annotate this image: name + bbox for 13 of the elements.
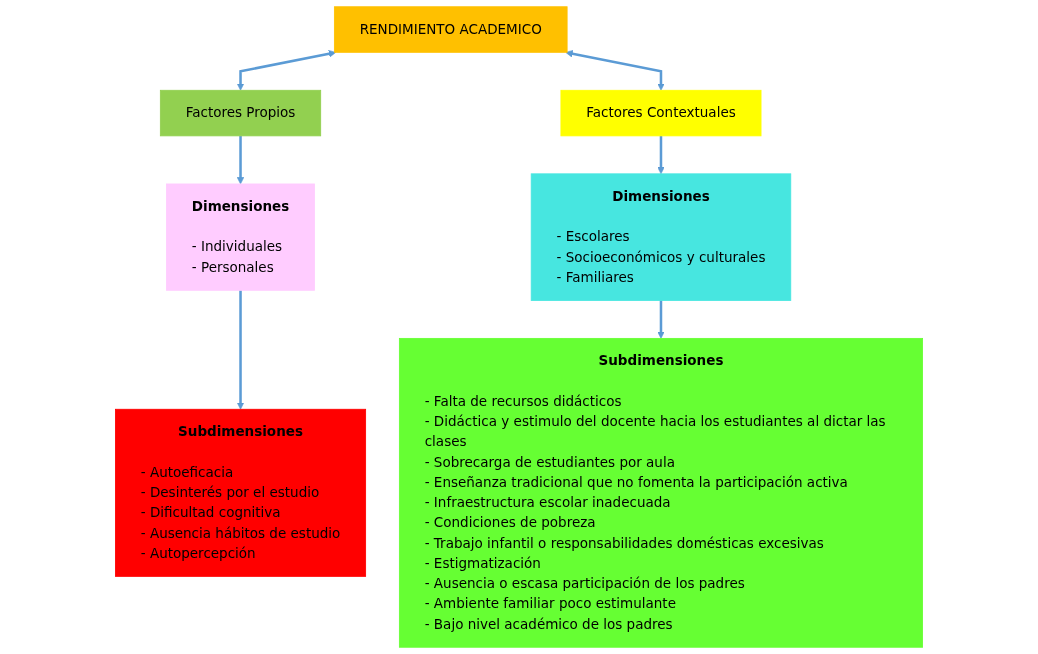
node-box: RENDIMIENTO ACADEMICO <box>333 6 568 53</box>
node-box: Factores Contextuales <box>560 89 762 137</box>
node-box: Subdimensiones - Falta de recursos didácticos - Didáctica y estimulo del docente hacia los estudiantes al dictar las clases - Sobrecarga de estudiantes por aula - Enseñanza tradicional que no fomenta la participación activa - Infraestructura escolar inadecuada - Condiciones de pobreza - Trabajo infantil o responsabilidades domésticas excesivas - Estigmatización - Ausencia o escasa participación de los padres - Ambiente familiar poco estimulante - Bajo nivel académico de los padres <box>398 337 923 648</box>
arrow <box>657 135 665 175</box>
arrow <box>565 50 665 91</box>
arrow <box>657 300 665 339</box>
arrow <box>236 290 245 410</box>
node-box: Dimensiones - Individuales - Personales <box>166 183 315 291</box>
node-box: Dimensiones - Escolares - Socioeconómicos y culturales - Familiares <box>530 173 792 301</box>
arrow <box>236 135 245 185</box>
arrow <box>236 50 337 91</box>
node-box: Subdimensiones - Autoeficacia - Desinterés por el estudio - Dificultad cognitiva - Ausencia hábitos de estudio - Autopercepción <box>115 408 367 577</box>
node-box: Factores Propios <box>159 89 322 137</box>
